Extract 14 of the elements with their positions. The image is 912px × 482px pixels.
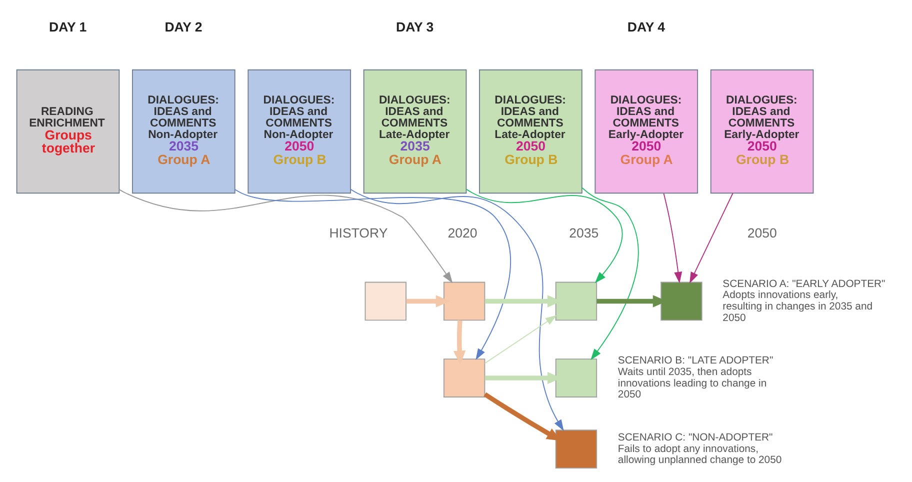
label: DAY 4 [626, 20, 665, 35]
label: DAY 3 [396, 20, 434, 35]
node-label: Waits until 2035, then adopts innovations leading to change in 2050 [617, 366, 766, 401]
label: 2020 [447, 225, 477, 240]
node-label: SCENARIO B: "LATE ADOPTER" [617, 356, 773, 367]
label: DAY 1 [48, 20, 86, 35]
label: HISTORY [328, 225, 388, 240]
label: 2050 [746, 225, 776, 240]
label: 2035 [568, 225, 598, 240]
node-label: SCENARIO C: "NON-ADOPTER" [617, 432, 772, 444]
node-label: SCENARIO A: "EARLY ADOPTER" [722, 278, 885, 290]
label: DAY 2 [164, 20, 202, 35]
node-label: Fails to adopt any innovations, allowing unplanned change to 2050 [617, 444, 782, 466]
node-label: Adopts innovations early, resulting in changes in 2035 and 2050 [722, 290, 872, 324]
